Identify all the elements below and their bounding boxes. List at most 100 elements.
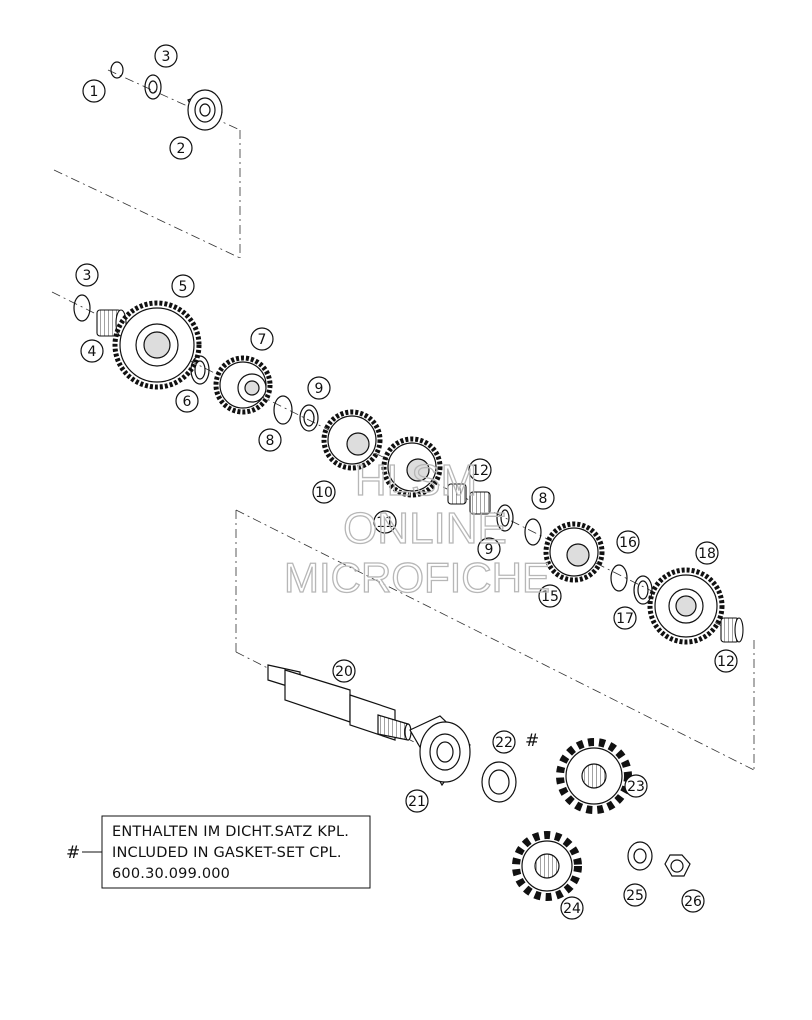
part-20-shaft [267,664,412,741]
callout-number: 24 [563,901,581,917]
gasket-note: # ENTHALTEN IM DICHT.SATZ KPL. INCLUDED … [66,815,371,889]
callout-9: 9 [307,376,331,400]
part-8b-snap-ring [524,518,542,546]
callout-9: 9 [477,537,501,561]
callout-circle [695,541,719,565]
callout-circle [623,883,647,907]
callout-25: 25 [623,883,647,907]
callout-number: 23 [627,779,645,795]
callout-circle [82,79,106,103]
callout-21: 21 [405,789,429,813]
callout-12: 12 [714,649,738,673]
watermark-line-3: MICROFICHE [284,554,550,601]
callout-15: 15 [538,584,562,608]
part-6-washer [190,355,210,385]
callout-number: 10 [315,485,333,501]
callout-circle [250,327,274,351]
part-3-washer [144,74,162,100]
watermark-line-1: HLSM [355,456,477,505]
watermark-line-2: ONLINE [343,504,507,553]
callout-number: 12 [717,654,735,670]
callout-18: 18 [695,541,719,565]
callout-number: 20 [335,664,353,680]
callout-circle [373,510,397,534]
callout-number: 26 [684,894,702,910]
callout-4: 4 [80,339,104,363]
callout-number: 25 [626,888,644,904]
callout-circle [714,649,738,673]
part-5-gear [112,300,202,390]
callout-circle [312,480,336,504]
gasket-mark-part-22: # [525,731,539,751]
callout-3: 3 [154,44,178,68]
callout-circle [468,458,492,482]
callout-number: 3 [162,49,171,65]
callout-circle [258,428,282,452]
callout-number: 3 [83,268,92,284]
callout-circle [613,606,637,630]
callout-number: 11 [376,515,394,531]
part-2-ball-bearing [187,89,223,131]
callout-number: 16 [619,535,637,551]
callout-number: 18 [698,546,716,562]
callout-24: 24 [560,896,584,920]
callout-circle [80,339,104,363]
callout-circle [492,730,516,754]
callout-26: 26 [681,889,705,913]
callout-circle [624,774,648,798]
callout-circle [560,896,584,920]
callout-circle [538,584,562,608]
callout-number: 6 [183,394,192,410]
part-15-gear [543,521,605,583]
axis-lines [51,69,755,771]
callout-circle [171,274,195,298]
part-4-needle-bearing [96,309,127,337]
callout-number: 17 [616,611,634,627]
callout-number: 15 [541,589,559,605]
note-line-en: INCLUDED IN GASKET-SET CPL. [112,845,342,861]
callout-11: 11 [373,510,397,534]
callout-5: 5 [171,274,195,298]
callout-2: 2 [169,136,193,160]
callout-circle [169,136,193,160]
callout-circle [332,659,356,683]
part-11-gear [381,436,443,498]
callout-23: 23 [624,774,648,798]
part-16-snap-ring [610,564,628,592]
part-1-circlip [110,61,124,79]
callout-number: 2 [177,141,186,157]
note-line-de: ENTHALTEN IM DICHT.SATZ KPL. [112,824,349,840]
callout-number: 8 [539,491,548,507]
callout-circle [175,389,199,413]
callout-7: 7 [250,327,274,351]
callout-number: 7 [258,332,267,348]
callout-number: 9 [485,542,494,558]
watermark: HLSM ONLINE MICROFICHE [283,455,550,601]
callout-1: 1 [82,79,106,103]
part-22-shaft-seal [481,761,517,803]
callout-circle [154,44,178,68]
callout-circle [477,537,501,561]
callout-22: 22 [492,730,516,754]
callout-12: 12 [468,458,492,482]
callout-number: 8 [266,433,275,449]
callout-16: 16 [616,530,640,554]
callout-10: 10 [312,480,336,504]
part-23-sprocket [556,738,632,814]
callout-8: 8 [258,428,282,452]
part-21-ball-bearing [409,715,471,787]
callout-6: 6 [175,389,199,413]
callout-group: 1233456789101112981516171812202122232425… [75,44,738,920]
part-26-nut [664,854,691,877]
callout-circle [616,530,640,554]
callout-8: 8 [531,486,555,510]
part-3b-washer [73,294,91,322]
callout-number: 21 [408,794,426,810]
callout-circle [531,486,555,510]
part-24-sprocket [512,831,582,901]
gasket-note-marker: # [66,843,80,863]
part-9-washer [299,404,319,432]
callout-17: 17 [613,606,637,630]
part-8-snap-ring [273,395,293,425]
